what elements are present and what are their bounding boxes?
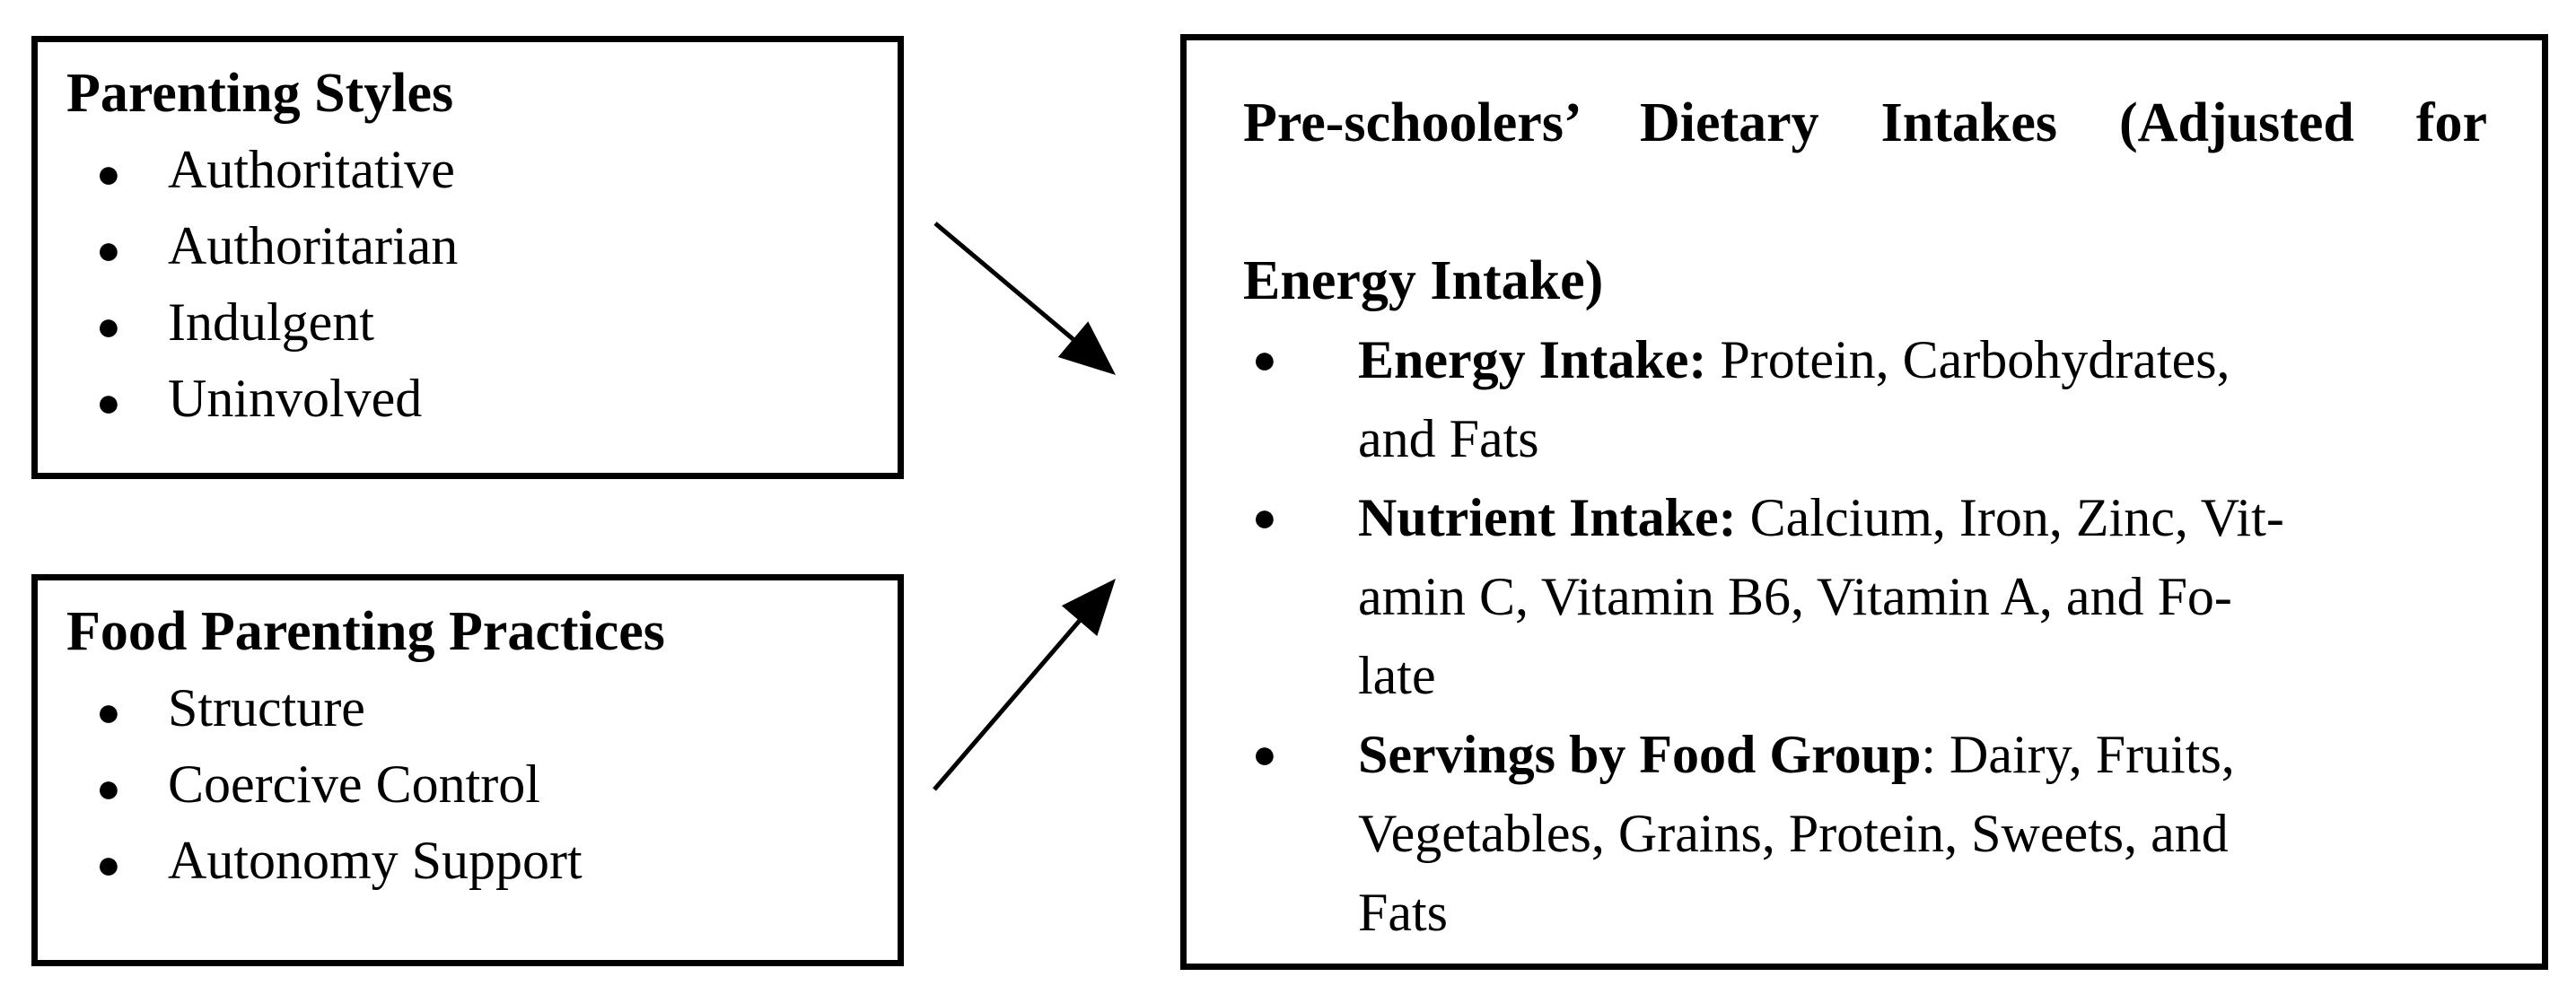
dietary-intakes-heading-line-1: Pre-schoolers’ Dietary Intakes (Adjusted…	[1243, 92, 2487, 153]
list-item-wrap-line: Vegetables, Grains, Protein, Sweets, and	[1358, 804, 2229, 863]
parenting-styles-list: ● Authoritative ● Authoritarian ● Indulg…	[66, 139, 874, 444]
food-practices-to-dietary-intakes-head-icon	[1061, 579, 1116, 636]
food-practices-to-dietary-intakes-shaft	[933, 619, 1082, 791]
list-item-label: Nutrient Intake:	[1358, 488, 1737, 547]
list-item-first-line: Nutrient Intake: Calcium, Iron, Zinc, Vi…	[1358, 478, 2487, 557]
list-item-label: Servings by Food Group	[1358, 725, 1922, 784]
list-item-wrap-line: Fats	[1358, 883, 1449, 942]
list-item: ● Nutrient Intake: Calcium, Iron, Zinc, …	[1243, 478, 2487, 715]
food-parenting-practices-box: Food Parenting Practices ● Structure ● C…	[31, 574, 904, 966]
bullet-icon: ●	[1252, 731, 1277, 777]
list-item: ● Autonomy Support	[66, 830, 874, 906]
dietary-intakes-list: ● Energy Intake: Protein, Carbohydrates,…	[1243, 320, 2487, 952]
list-item-label: Authoritarian	[168, 216, 459, 275]
bullet-icon: ●	[96, 842, 121, 887]
food-parenting-practices-list: ● Structure ● Coercive Control ● Autonom…	[66, 677, 874, 906]
list-item: ● Authoritarian	[66, 215, 874, 292]
list-item-label: Autonomy Support	[168, 831, 583, 890]
bullet-icon: ●	[1252, 494, 1277, 540]
list-item-detail: : Dairy, Fruits,	[1921, 725, 2235, 784]
list-item-first-line: Servings by Food Group: Dairy, Fruits,	[1358, 715, 2487, 794]
bullet-icon: ●	[96, 151, 121, 196]
list-item-detail: Protein, Carbohydrates,	[1706, 330, 2230, 389]
list-item-wrap-line: amin C, Vitamin B6, Vitamin A, and Fo-	[1358, 567, 2232, 626]
bullet-icon: ●	[96, 379, 121, 425]
list-item-wrap-line: late	[1358, 646, 1436, 705]
list-item: ● Indulgent	[66, 292, 874, 368]
list-item: ● Energy Intake: Protein, Carbohydrates,…	[1243, 320, 2487, 478]
dietary-intakes-heading-line-2: Energy Intake)	[1243, 250, 1604, 311]
bullet-icon: ●	[1252, 336, 1277, 382]
list-item: ● Uninvolved	[66, 368, 874, 444]
parenting-styles-box: Parenting Styles ● Authoritative ● Autho…	[31, 36, 904, 479]
list-item-first-line: Energy Intake: Protein, Carbohydrates,	[1358, 320, 2487, 399]
parenting-styles-heading: Parenting Styles	[66, 63, 454, 124]
bullet-icon: ●	[96, 689, 121, 735]
list-item-label: Structure	[168, 678, 365, 737]
list-item-label: Uninvolved	[168, 369, 423, 428]
list-item: ● Servings by Food Group: Dairy, Fruits,…	[1243, 715, 2487, 952]
dietary-intakes-content: Pre-schoolers’ Dietary Intakes (Adjusted…	[1243, 83, 2487, 952]
food-parenting-practices-heading: Food Parenting Practices	[66, 601, 665, 662]
list-item: ● Coercive Control	[66, 754, 874, 830]
list-item-label: Coercive Control	[168, 754, 540, 814]
parenting-styles-to-dietary-intakes-shaft	[933, 222, 1075, 342]
list-item-label: Authoritative	[168, 140, 455, 199]
list-item-label: Indulgent	[168, 292, 374, 352]
parenting-styles-to-dietary-intakes-head-icon	[1057, 321, 1116, 375]
list-item: ● Structure	[66, 677, 874, 754]
bullet-icon: ●	[96, 227, 121, 273]
list-item-label: Energy Intake:	[1358, 330, 1707, 389]
dietary-intakes-heading: Pre-schoolers’ Dietary Intakes (Adjusted…	[1243, 83, 2487, 320]
bullet-icon: ●	[96, 303, 121, 349]
dietary-intakes-box: Pre-schoolers’ Dietary Intakes (Adjusted…	[1180, 34, 2548, 970]
list-item: ● Authoritative	[66, 139, 874, 215]
bullet-icon: ●	[96, 765, 121, 811]
list-item-wrap-line: and Fats	[1358, 409, 1539, 468]
list-item-detail: Calcium, Iron, Zinc, Vit-	[1736, 488, 2284, 547]
